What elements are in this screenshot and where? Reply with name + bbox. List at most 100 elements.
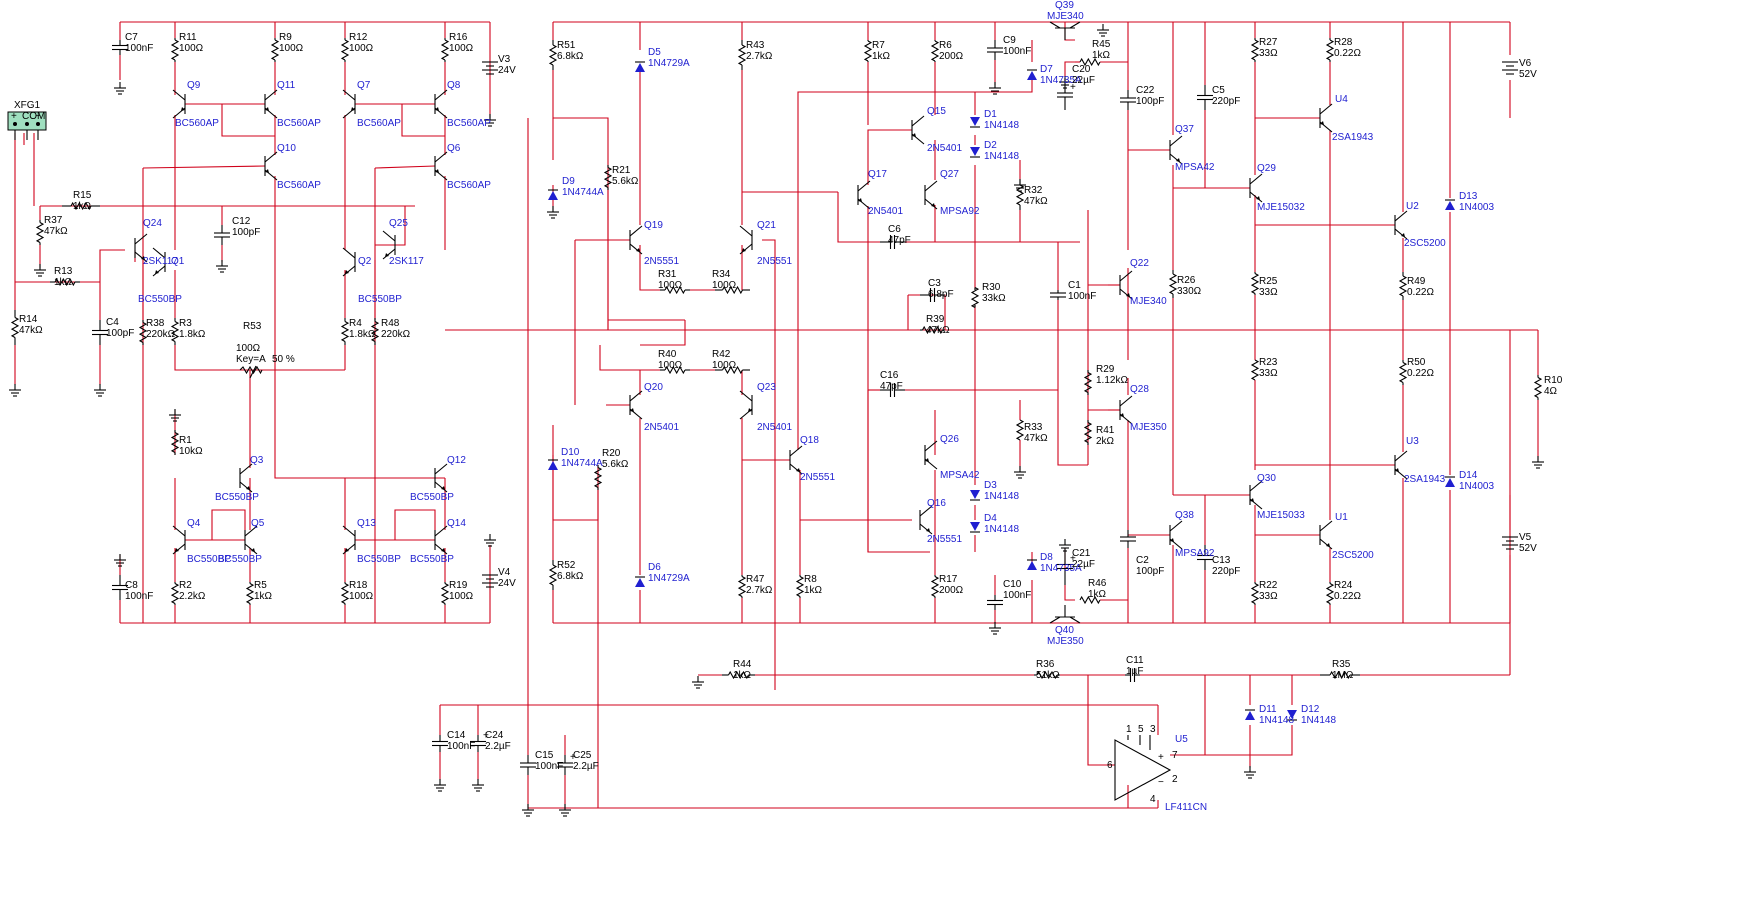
u5-pin-label: 2 <box>1172 774 1178 785</box>
v3-ref-label: V3 <box>498 54 511 65</box>
resistor-r12 <box>340 38 350 62</box>
q9-ref-label: Q9 <box>187 80 201 91</box>
resistor-r28 <box>1325 38 1335 62</box>
transistor-q8 <box>434 89 448 119</box>
battery-v3 <box>482 61 498 75</box>
d8-ref-label: D8 <box>1040 552 1053 563</box>
resistor-r27 <box>1250 38 1260 62</box>
resistor-r33 <box>1015 419 1025 441</box>
r41-value-label: 2kΩ <box>1096 436 1115 447</box>
r37-ref-label: R37 <box>44 215 63 226</box>
d9-ref-label: D9 <box>562 176 575 187</box>
r20-ref-label: R20 <box>602 448 621 459</box>
function-generator-xfg1[interactable] <box>7 111 47 140</box>
resistor-r1 <box>170 430 180 455</box>
ground-icon <box>434 779 446 792</box>
potentiometer-r53[interactable] <box>239 365 263 379</box>
r25-ref-label: R25 <box>1259 276 1278 287</box>
d3-ref-label: D3 <box>984 480 997 491</box>
resistor-r52 <box>548 560 558 590</box>
r3-value-label: 1.8kΩ <box>179 329 206 340</box>
r30-ref-label: R30 <box>982 282 1001 293</box>
diode-d5 <box>635 61 645 72</box>
resistor-r46 <box>1079 595 1101 605</box>
q21-value-label: 2N5551 <box>757 256 792 267</box>
resistor-r21 <box>603 165 613 190</box>
r10-ref-label: R10 <box>1544 375 1563 386</box>
r53-key-label: Key=A <box>236 354 266 365</box>
resistor-r14 <box>10 310 20 345</box>
r16-ref-label: R16 <box>449 32 468 43</box>
q27-value-label: MPSA92 <box>940 206 980 217</box>
transistor-q22 <box>1119 270 1133 300</box>
u4-ref-label: U4 <box>1335 94 1348 105</box>
r18-ref-label: R18 <box>349 580 368 591</box>
resistor-r49 <box>1398 272 1408 300</box>
q4-value-label: BC550BP <box>187 554 231 565</box>
transistor-q23 <box>739 390 753 420</box>
r44-ref-label: R44 <box>733 659 752 670</box>
resistor-r16 <box>440 38 450 62</box>
xfg1-com-terminal: COM <box>22 111 45 122</box>
transistor-q6 <box>434 151 448 181</box>
q8-value-label: BC560AP <box>447 118 491 129</box>
capacitor-c6 <box>880 235 905 249</box>
v5-value-label: 52V <box>1519 543 1537 554</box>
q24-value-label: 2SK117 <box>143 256 178 267</box>
transistor-q9 <box>172 89 186 119</box>
capacitor-c15 <box>520 755 536 775</box>
transistor-q5 <box>244 525 258 555</box>
q30-ref-label: Q30 <box>1257 473 1276 484</box>
r43-ref-label: R43 <box>746 40 765 51</box>
q28-ref-label: Q28 <box>1130 384 1149 395</box>
r31-ref-label: R31 <box>658 269 677 280</box>
r38-ref-label: R38 <box>146 318 165 329</box>
ground-icon <box>472 779 484 792</box>
ground-icon <box>1014 466 1026 479</box>
q39-ref-label: Q39 <box>1055 0 1074 11</box>
q6-value-label: BC560AP <box>447 180 491 191</box>
ground-icon <box>989 622 1001 635</box>
q7-value-label: BC560AP <box>357 118 401 129</box>
r18-value-label: 100Ω <box>349 591 374 602</box>
q17-value-label: 2N5401 <box>868 206 903 217</box>
resistor-r13 <box>50 277 80 287</box>
ground-icon <box>989 82 1001 95</box>
c7-ref-label: C7 <box>125 32 138 43</box>
resistor-r37 <box>35 220 45 245</box>
c20-value-label: 22µF <box>1072 75 1095 86</box>
q1-ref-label: Q1 <box>171 256 185 267</box>
d8-value-label: 1N4735A <box>1040 563 1082 574</box>
diode-d13 <box>1445 199 1455 210</box>
resistor-r31 <box>660 285 690 295</box>
transistor-q40 <box>1049 605 1081 624</box>
resistor-r5 <box>245 582 255 605</box>
resistor-r7 <box>863 40 873 62</box>
transistor-u2 <box>1394 210 1408 240</box>
c2-value-label: 100pF <box>1136 566 1164 577</box>
diode-d14 <box>1445 476 1455 487</box>
resistor-r41 <box>1083 420 1093 445</box>
r45-ref-label: R45 <box>1092 39 1111 50</box>
transistor-q38 <box>1169 520 1183 550</box>
diode-d10 <box>548 459 558 470</box>
d6-value-label: 1N4729A <box>648 573 690 584</box>
q38-value-label: MPSA92 <box>1175 548 1215 559</box>
q16-value-label: 2N5551 <box>927 534 962 545</box>
r51-value-label: 6.8kΩ <box>557 51 584 62</box>
transistor-u3 <box>1394 450 1408 480</box>
r46-value-label: 1kΩ <box>1088 589 1107 600</box>
q1-value-label: BC550BP <box>138 294 182 305</box>
r24-value-label: 0.22Ω <box>1334 591 1361 602</box>
c3-value-label: 6.8pF <box>928 289 954 300</box>
r50-ref-label: R50 <box>1407 357 1426 368</box>
q14-ref-label: Q14 <box>447 518 466 529</box>
resistor-r43 <box>737 40 747 70</box>
ground-icon <box>559 804 571 817</box>
r17-ref-label: R17 <box>939 574 958 585</box>
r37-value-label: 47kΩ <box>44 226 68 237</box>
r14-value-label: 47kΩ <box>19 325 43 336</box>
d12-ref-label: D12 <box>1301 704 1320 715</box>
c8-value-label: 100nF <box>125 591 153 602</box>
c13-value-label: 220pF <box>1212 566 1240 577</box>
